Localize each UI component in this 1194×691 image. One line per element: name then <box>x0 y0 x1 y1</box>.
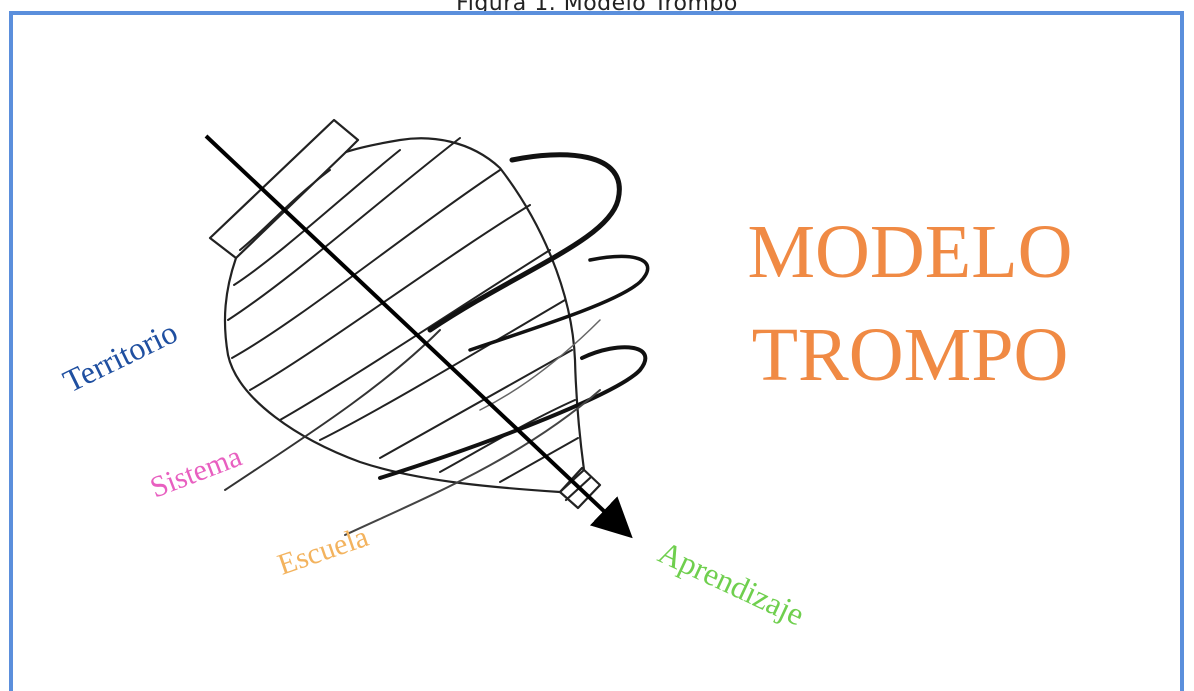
label-escuela: Escuela <box>274 520 373 582</box>
label-sistema: Sistema <box>146 440 247 505</box>
main-arrow <box>206 136 624 530</box>
label-territorio: Territorio <box>57 313 183 399</box>
title-line-2: TROMPO <box>752 313 1069 397</box>
title-line-1: MODELO <box>747 210 1072 294</box>
label-aprendizaje: Aprendizaje <box>653 534 810 633</box>
